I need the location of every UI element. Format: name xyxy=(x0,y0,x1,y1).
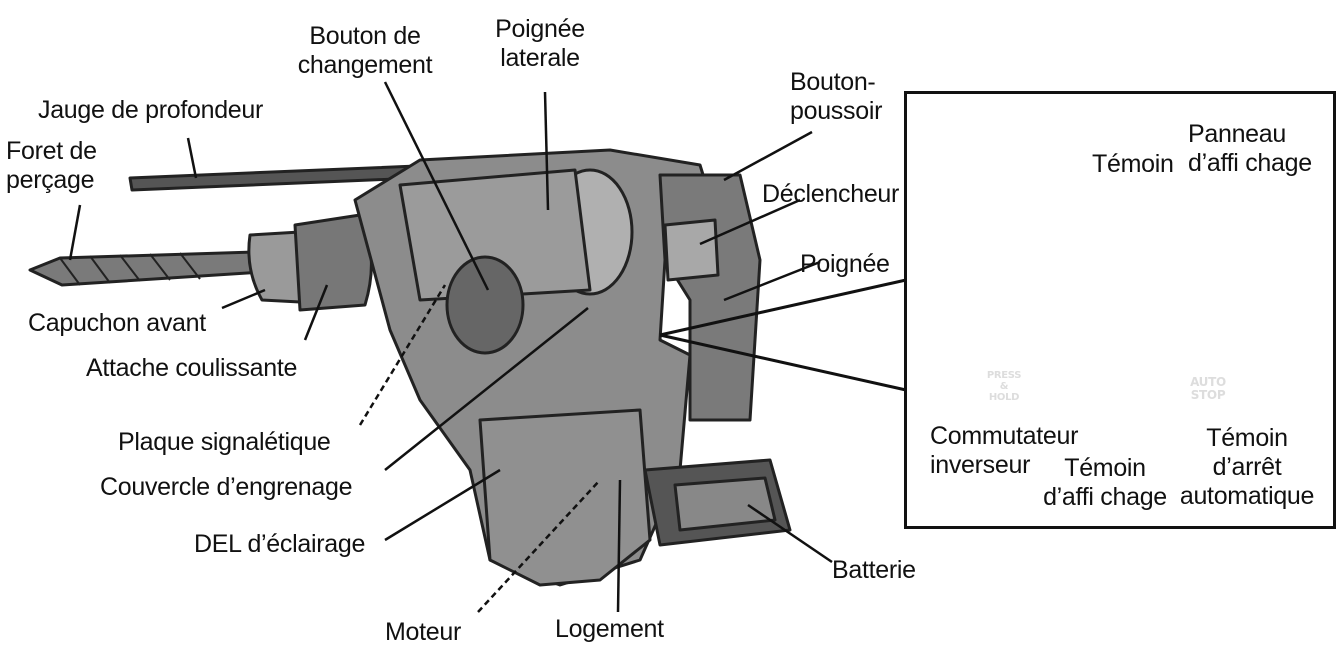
label-depth-gauge: Jauge de profondeur xyxy=(38,96,263,125)
label-nameplate: Plaque signalétique xyxy=(118,428,331,457)
label-motor: Moteur xyxy=(385,618,461,647)
label-front-cap: Capuchon avant xyxy=(28,309,206,338)
panel-press-label: PRESS & HOLD xyxy=(986,370,1022,403)
trigger xyxy=(665,220,718,280)
label-battery: Batterie xyxy=(832,556,916,585)
label-gear-cover: Couvercle d’engrenage xyxy=(100,473,352,502)
sliding-attachment xyxy=(295,215,371,310)
label-led-light: DEL d’éclairage xyxy=(194,530,365,559)
label-housing: Logement xyxy=(555,615,664,644)
panel-a-label: A xyxy=(1036,346,1067,390)
label-trigger: Déclencheur xyxy=(762,180,899,209)
housing xyxy=(480,410,650,585)
panel-auto-stop-label: AUTO STOP xyxy=(1180,376,1236,402)
mode-dial xyxy=(447,257,523,353)
label-sliding-attachment: Attache coulissante xyxy=(86,354,297,383)
drill-bit xyxy=(30,252,262,285)
label-push-button: Bouton-poussoir xyxy=(790,68,882,126)
front-cap xyxy=(249,232,300,302)
label-indicator: Témoin xyxy=(1092,150,1174,179)
label-handle: Poignée xyxy=(800,250,890,279)
